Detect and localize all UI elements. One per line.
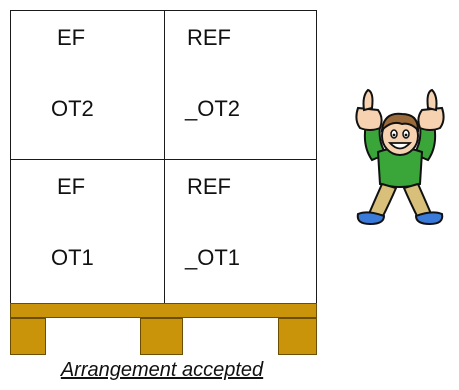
box-bottom-left: EF OT1 (10, 159, 165, 304)
box-ref-label: REF (187, 174, 231, 199)
thumbs-up-person-icon (344, 84, 456, 230)
box-ref-label: EF (57, 25, 86, 50)
box-lot-label: _OT2 (185, 96, 241, 121)
pallet-foot-right (278, 318, 317, 355)
pallet-foot-left (10, 318, 46, 355)
box-ref-label: REF (187, 25, 231, 50)
status-caption: Arrangement accepted (60, 359, 264, 381)
box-lot-label: OT2 (51, 96, 94, 121)
box-lot-label: OT1 (51, 245, 94, 270)
box-bottom-right: REF _OT1 (164, 159, 317, 304)
pallet-deck (10, 303, 317, 318)
pallet-foot-middle (140, 318, 183, 355)
box-top-left: EF OT2 (10, 10, 165, 160)
box-top-right: REF _OT2 (164, 10, 317, 160)
box-ref-label: EF (57, 174, 86, 199)
box-lot-label: _OT1 (185, 245, 241, 270)
